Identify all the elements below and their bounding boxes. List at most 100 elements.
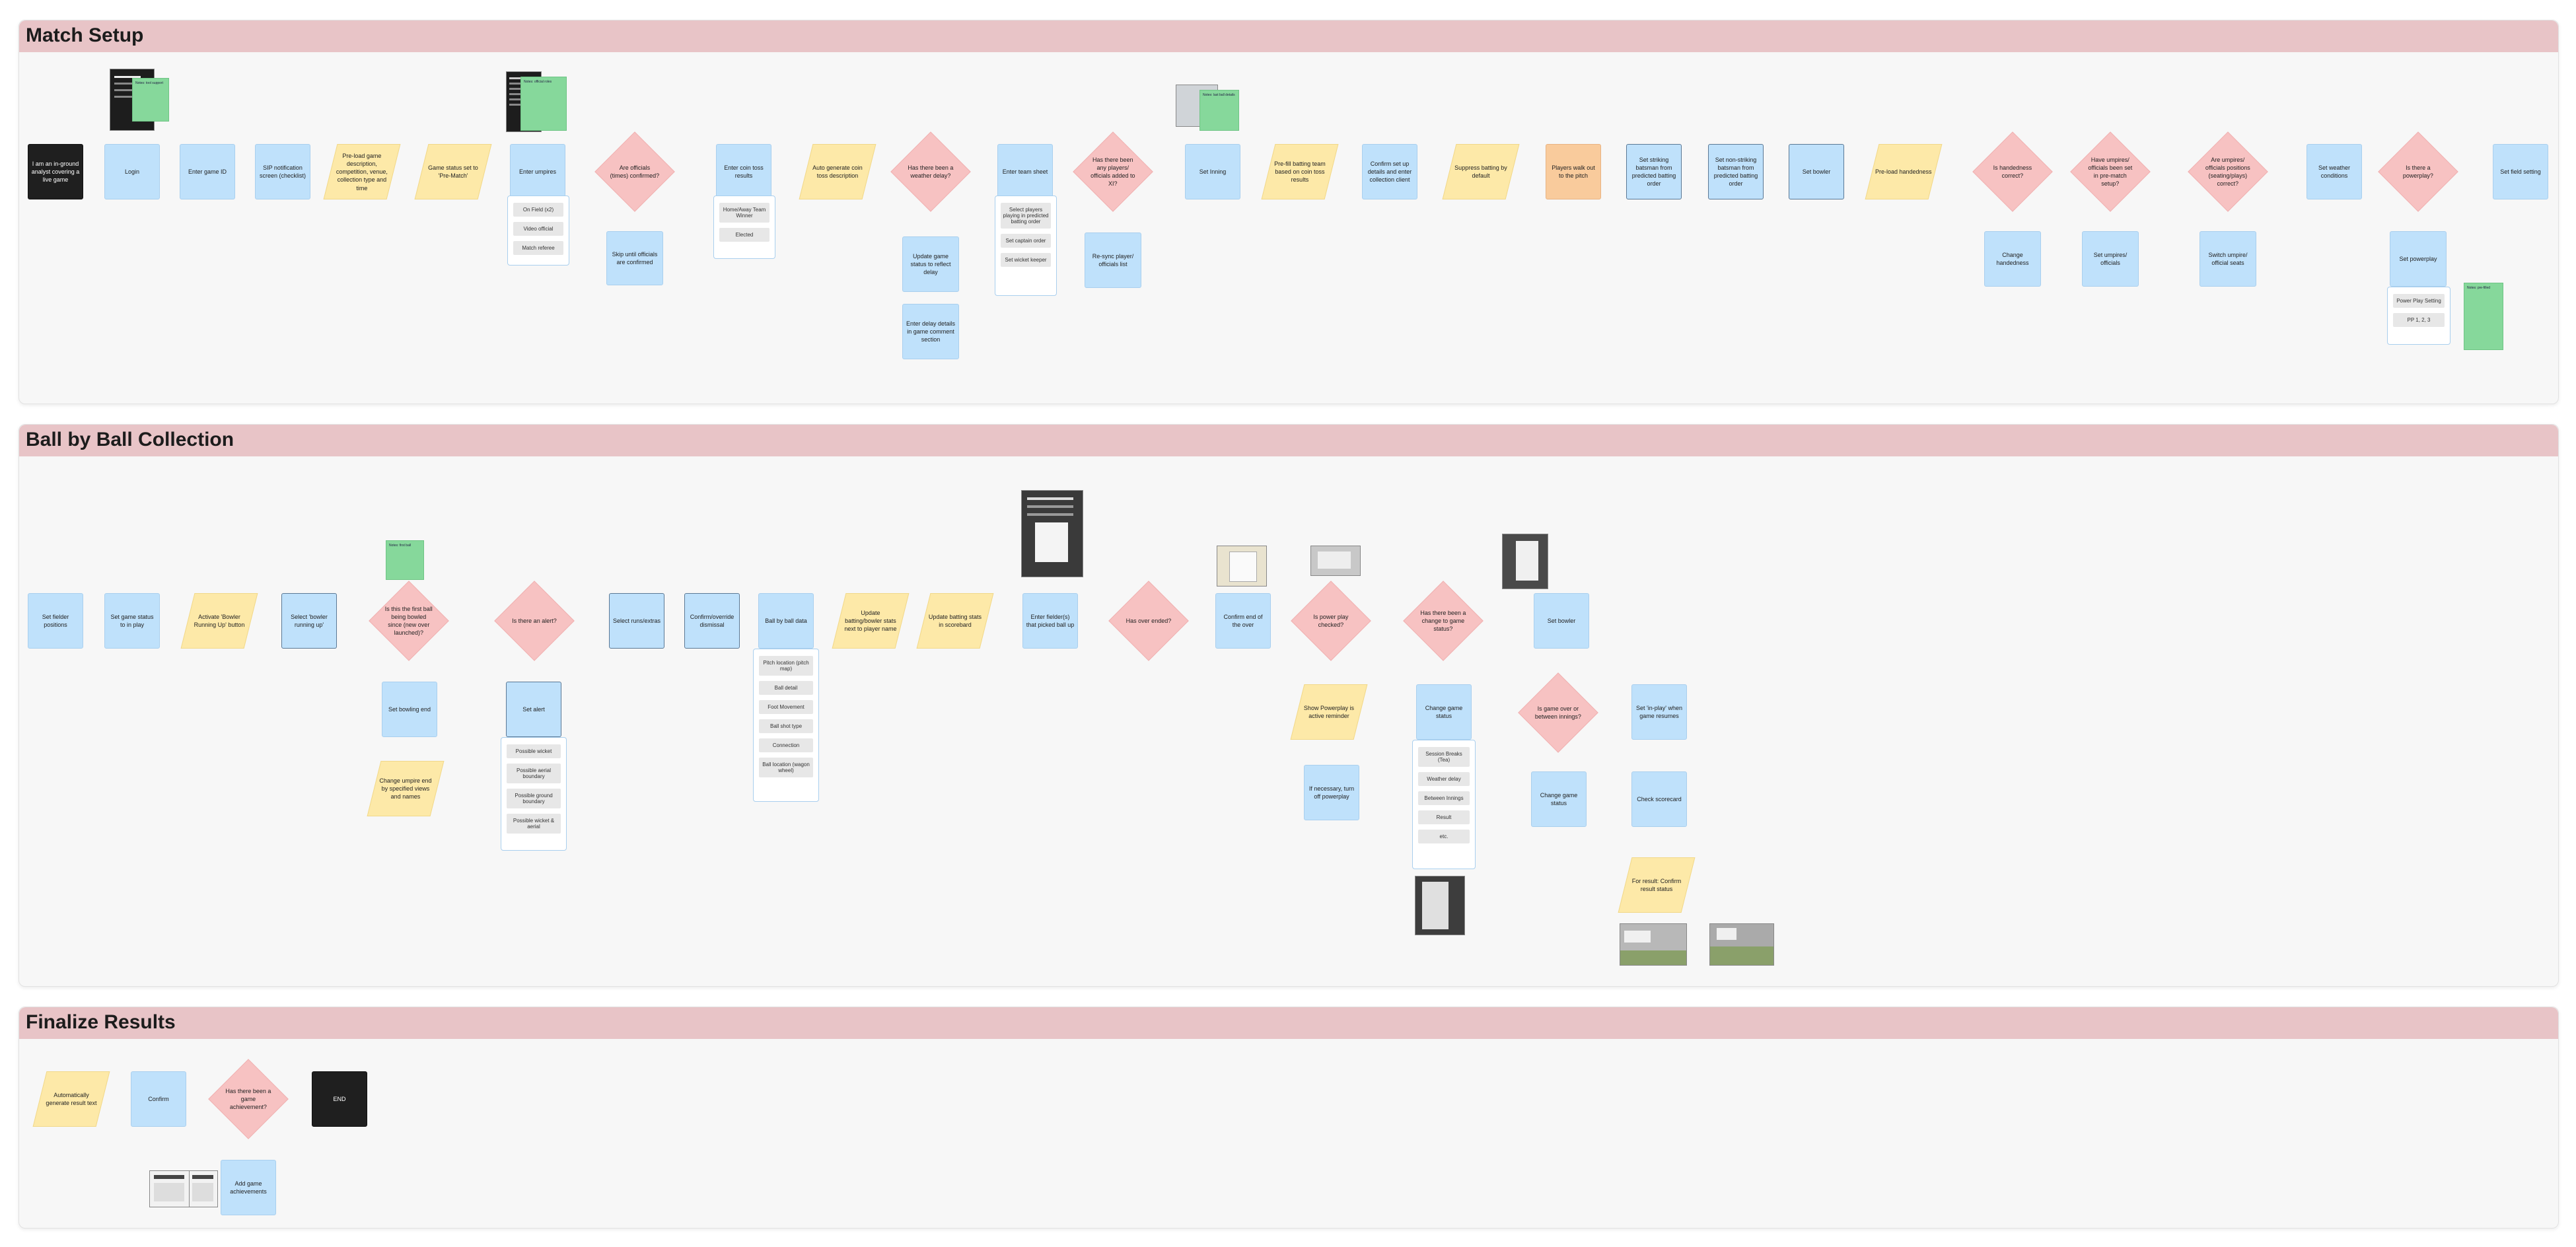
sticky-note: Notes: last ball details bbox=[1199, 90, 1239, 131]
flow-node-preload-game[interactable]: Pre-load game description, competition, … bbox=[323, 144, 401, 199]
flow-node-set-umpires[interactable]: Set umpires/ officials bbox=[2082, 231, 2139, 287]
flow-node-turn-off-powerplay[interactable]: If necessary, turn off powerplay bbox=[1304, 765, 1359, 820]
ball-data-options: Pitch location (pitch map) Ball detail F… bbox=[753, 649, 819, 802]
flow-node-enter-game-id[interactable]: Enter game ID bbox=[180, 144, 235, 199]
alert-option: Possible aerial boundary bbox=[507, 764, 561, 783]
flow-node-ball-data[interactable]: Ball by ball data bbox=[758, 593, 814, 649]
flow-node-confirm-over[interactable]: Confirm end of the over bbox=[1215, 593, 1271, 649]
flow-node-select-runs[interactable]: Select runs/extras bbox=[609, 593, 664, 649]
node-label: Set alert bbox=[522, 705, 545, 713]
flow-node-change-handedness[interactable]: Change handedness bbox=[1984, 231, 2041, 287]
flow-node-set-alert[interactable]: Set alert bbox=[506, 682, 561, 737]
flow-node-set-in-play[interactable]: Set 'in-play' when game resumes bbox=[1631, 684, 1687, 740]
game-status-options: Session Breaks (Tea) Weather delay Betwe… bbox=[1412, 740, 1476, 869]
flow-node-set-bowling-end[interactable]: Set bowling end bbox=[382, 682, 437, 737]
node-label: Game status set to 'Pre-Match' bbox=[428, 164, 478, 179]
flow-node-confirm-dismissal[interactable]: Confirm/override dismissal bbox=[684, 593, 740, 649]
game-status-option: Weather delay bbox=[1418, 772, 1470, 786]
alert-option: Possible ground boundary bbox=[507, 789, 561, 808]
team-option: Set captain order bbox=[1001, 234, 1051, 248]
powerplay-option: PP 1, 2, 3 bbox=[2393, 313, 2445, 327]
note-text: Notes: first ball bbox=[389, 544, 411, 548]
node-label: Suppress batting by default bbox=[1454, 164, 1507, 179]
flow-node-weather-conditions[interactable]: Set weather conditions bbox=[2307, 144, 2362, 199]
node-label: Pre-fill batting team based on coin toss… bbox=[1274, 160, 1326, 184]
flow-node-skip-officials[interactable]: Skip until officials are confirmed bbox=[606, 231, 663, 285]
umpire-options: On Field (x2) Video official Match refer… bbox=[507, 196, 569, 266]
flow-node-change-status-end[interactable]: Change game status bbox=[1531, 771, 1587, 827]
game-status-option: Session Breaks (Tea) bbox=[1418, 747, 1470, 767]
node-label: Is power play checked? bbox=[1313, 613, 1349, 628]
node-label: Set non-striking batsman from predicted … bbox=[1713, 156, 1758, 188]
flow-node-switch-umpire-seats[interactable]: Switch umpire/ official seats bbox=[2200, 231, 2256, 287]
flow-node-resync-players[interactable]: Re-sync player/ officials list bbox=[1085, 232, 1141, 288]
flow-node-confirm-result-final[interactable]: Confirm bbox=[131, 1071, 186, 1127]
node-label: Change handedness bbox=[1996, 251, 2029, 266]
node-label: Has there been a game achievement? bbox=[225, 1087, 271, 1111]
flow-node-check-scorecard[interactable]: Check scorecard bbox=[1631, 771, 1687, 827]
screenshot-thumbnail bbox=[189, 1170, 218, 1207]
screenshot-thumbnail bbox=[1620, 923, 1687, 966]
node-label: Automatically generate result text bbox=[46, 1091, 97, 1106]
flow-node-bowler-running-up[interactable]: Select 'bowler running up' bbox=[281, 593, 337, 649]
section-header: Match Setup bbox=[19, 20, 2558, 52]
screenshot-thumbnail bbox=[1217, 546, 1267, 587]
node-label: Is there an alert? bbox=[512, 617, 557, 624]
flow-node-login[interactable]: Login bbox=[104, 144, 160, 199]
node-label: Enter delay details in game comment sect… bbox=[906, 320, 956, 343]
flow-node-game-in-play[interactable]: Set game status to in play bbox=[104, 593, 160, 649]
section-header: Ball by Ball Collection bbox=[19, 425, 2558, 456]
flow-node-field-setting[interactable]: Set field setting bbox=[2493, 144, 2548, 199]
flow-node-set-inning[interactable]: Set Inning bbox=[1185, 144, 1240, 199]
flow-node-set-bowler-next[interactable]: Set bowler bbox=[1534, 593, 1589, 649]
flow-node-delay-details[interactable]: Enter delay details in game comment sect… bbox=[902, 304, 959, 359]
node-label: Enter umpires bbox=[519, 168, 557, 175]
alert-options: Possible wicket Possible aerial boundary… bbox=[501, 737, 567, 851]
flow-node-sip-checklist[interactable]: SIP notification screen (checklist) bbox=[255, 144, 310, 199]
flow-node-add-achievements[interactable]: Add game achievements bbox=[221, 1160, 276, 1215]
node-label: Set powerplay bbox=[2399, 255, 2437, 262]
section-title: Finalize Results bbox=[26, 1011, 176, 1033]
flow-node-team-sheet[interactable]: Enter team sheet bbox=[997, 144, 1053, 199]
node-label: Login bbox=[124, 168, 140, 175]
node-label: Has there been a change to game status? bbox=[1420, 609, 1466, 633]
node-label: Has there been any players/ officials ad… bbox=[1091, 156, 1135, 188]
node-label: Select runs/extras bbox=[612, 617, 661, 624]
node-label: END bbox=[333, 1095, 346, 1102]
node-label: I am an in-ground analyst covering a liv… bbox=[31, 160, 80, 184]
flow-node-change-game-status[interactable]: Change game status bbox=[1416, 684, 1472, 740]
node-label: Switch umpire/ official seats bbox=[2208, 251, 2248, 266]
flow-node-confirm-setup[interactable]: Confirm set up details and enter collect… bbox=[1362, 144, 1417, 199]
flow-node-set-bowler[interactable]: Set bowler bbox=[1789, 144, 1844, 199]
flow-node-fielder-positions[interactable]: Set fielder positions bbox=[28, 593, 83, 649]
node-label: Is this the first ball being bowled sinc… bbox=[384, 605, 433, 637]
flow-node-start[interactable]: I am an in-ground analyst covering a liv… bbox=[28, 144, 83, 199]
flow-node-enter-fielder[interactable]: Enter fielder(s) that picked ball up bbox=[1022, 593, 1078, 649]
node-label: SIP notification screen (checklist) bbox=[259, 164, 306, 179]
flow-node-players-walk-out[interactable]: Players walk out to the pitch bbox=[1546, 144, 1601, 199]
node-label: Change umpire end by specified views and… bbox=[379, 777, 432, 801]
flow-node-enter-umpires[interactable]: Enter umpires bbox=[510, 144, 565, 199]
node-label: Set umpires/ officials bbox=[2093, 251, 2128, 266]
flow-node-coin-toss[interactable]: Enter coin toss results bbox=[716, 144, 771, 199]
node-label: For result: Confirm result status bbox=[1631, 877, 1682, 892]
flow-node-nonstriking-batsman[interactable]: Set non-striking batsman from predicted … bbox=[1708, 144, 1764, 199]
node-label: Has over ended? bbox=[1126, 617, 1172, 624]
flow-node-end[interactable]: END bbox=[312, 1071, 367, 1127]
ball-data-option: Foot Movement bbox=[759, 700, 813, 714]
umpire-option: Match referee bbox=[513, 241, 563, 255]
powerplay-option: Power Play Setting bbox=[2393, 294, 2445, 308]
node-label: Confirm end of the over bbox=[1223, 613, 1263, 628]
node-label: Set 'in-play' when game resumes bbox=[1636, 704, 1682, 719]
ball-data-option: Ball detail bbox=[759, 681, 813, 695]
node-label: Add game achievements bbox=[230, 1180, 267, 1195]
sticky-note: Notes: first ball bbox=[386, 540, 424, 580]
flow-node-striking-batsman[interactable]: Set striking batsman from predicted batt… bbox=[1626, 144, 1682, 199]
note-text: Notes: last ball details bbox=[1203, 93, 1235, 97]
flow-node-update-status-delay[interactable]: Update game status to reflect delay bbox=[902, 236, 959, 292]
screenshot-thumbnail bbox=[1415, 876, 1465, 935]
flow-node-set-powerplay[interactable]: Set powerplay bbox=[2390, 231, 2447, 287]
alert-option: Possible wicket & aerial bbox=[507, 814, 561, 834]
umpire-option: Video official bbox=[513, 222, 563, 236]
node-label: Re-sync player/ officials list bbox=[1092, 252, 1134, 267]
